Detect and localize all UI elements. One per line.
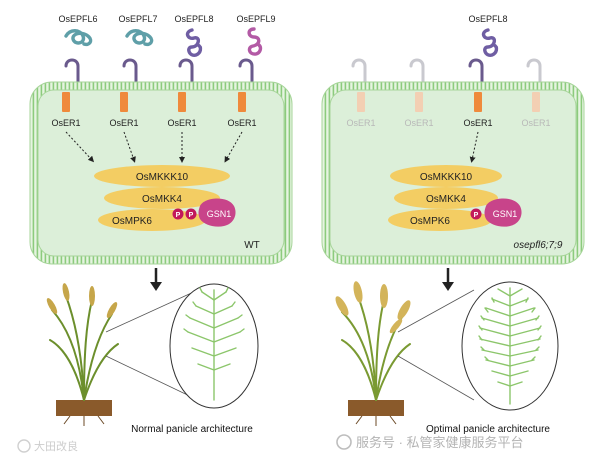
genotype-label: WT (244, 240, 260, 251)
watermark-text: 服务号 · 私管家健康服务平台 (356, 435, 524, 450)
caption: Optimal panicle architecture (426, 424, 550, 435)
genotype-label: osepfl6;7;9 (514, 240, 563, 251)
gsn1-protein (198, 198, 236, 227)
kinase-label: OsMKK4 (142, 194, 182, 205)
rice-plant-icon (335, 281, 411, 426)
receptor-osER1-faded (532, 92, 540, 112)
receptor-hook-icon (122, 58, 138, 90)
peptide-label: OsEPFL8 (468, 14, 507, 24)
signal-arrow (469, 131, 479, 163)
kinase-label: OsMKK4 (426, 194, 466, 205)
receptor-hook-icon (178, 58, 194, 90)
phospho-label: P (176, 212, 181, 219)
left-panel: OsEPFL6 OsEPFL7 OsEPFL8 OsEPFL9 (29, 14, 293, 435)
zoom-line (397, 289, 475, 333)
watermark-right: 服务号 · 私管家健康服务平台 (336, 434, 524, 450)
wechat-icon (17, 439, 31, 453)
receptor-osER1 (238, 92, 246, 112)
caption: Normal panicle architecture (131, 424, 253, 435)
receptor-hook-faded-icon (526, 58, 542, 90)
peptide-label: OsEPFL8 (174, 14, 213, 24)
receptor-osER1-faded (357, 92, 365, 112)
phospho-badge (172, 208, 184, 220)
phospho-badge (470, 208, 482, 220)
kinase-mkk4 (394, 187, 498, 209)
phospho-badge (185, 208, 197, 220)
zoom-line (397, 355, 475, 401)
receptor-hook-icon (238, 58, 254, 90)
kinase-mkkk10 (390, 165, 502, 187)
receptor-label: OsER1 (404, 118, 433, 128)
right-panel: OsEPFL8 OsER1 OsER1 OsER1 OsER1 OsMKKK10… (321, 14, 585, 435)
receptor-label: OsER1 (51, 118, 80, 128)
receptor-label: OsER1 (346, 118, 375, 128)
receptor-label: OsER1 (463, 118, 492, 128)
rice-plant-icon (46, 283, 119, 426)
receptor-label: OsER1 (167, 118, 196, 128)
receptor-hook-icon (468, 58, 484, 90)
peptide-label: OsEPFL9 (236, 14, 275, 24)
kinase-label: OsMKKK10 (136, 172, 189, 183)
peptide-label: OsEPFL6 (58, 14, 97, 24)
peptide-epfl9-icon (247, 27, 263, 56)
peptide-epfl8-icon (481, 28, 499, 57)
wechat-icon (336, 434, 352, 450)
receptor-osER1 (178, 92, 186, 112)
receptor-hook-faded-icon (409, 58, 425, 90)
phospho-label: P (474, 212, 479, 219)
down-arrow-head-icon (150, 282, 162, 291)
peptide-epfl7-icon (125, 29, 154, 47)
signal-arrow (123, 131, 136, 163)
peptide-label: OsEPFL7 (118, 14, 157, 24)
watermark-left: 大田改良 (17, 439, 78, 453)
receptor-osER1-faded (415, 92, 423, 112)
peptide-epfl8-icon (185, 28, 203, 57)
receptor-hook-faded-icon (351, 58, 367, 90)
receptor-osER1 (474, 92, 482, 112)
down-arrow-head-icon (442, 282, 454, 291)
peptide-epfl6-icon (64, 29, 93, 47)
receptor-label: OsER1 (227, 118, 256, 128)
panicle-normal-icon (183, 287, 245, 401)
receptor-osER1 (120, 92, 128, 112)
kinase-mkkk10 (94, 165, 230, 187)
kinase-label: OsMPK6 (410, 216, 450, 227)
phospho-label: P (189, 212, 194, 219)
zoom-line (105, 289, 199, 333)
zoom-line (105, 355, 199, 401)
receptor-hook-icon (64, 58, 80, 90)
signal-arrow (224, 131, 243, 163)
receptor-label: OsER1 (109, 118, 138, 128)
panicle-optimal-icon (478, 287, 542, 405)
kinase-mkk4 (104, 187, 220, 209)
receptor-osER1 (62, 92, 70, 112)
kinase-label: OsMPK6 (112, 216, 152, 227)
gsn1-label: GSN1 (493, 209, 518, 219)
receptor-label: OsER1 (521, 118, 550, 128)
kinase-label: OsMKKK10 (420, 172, 473, 183)
gsn1-protein (484, 198, 522, 227)
kinase-mpk6 (388, 209, 492, 231)
gsn1-label: GSN1 (207, 209, 232, 219)
watermark-text: 大田改良 (34, 439, 78, 453)
